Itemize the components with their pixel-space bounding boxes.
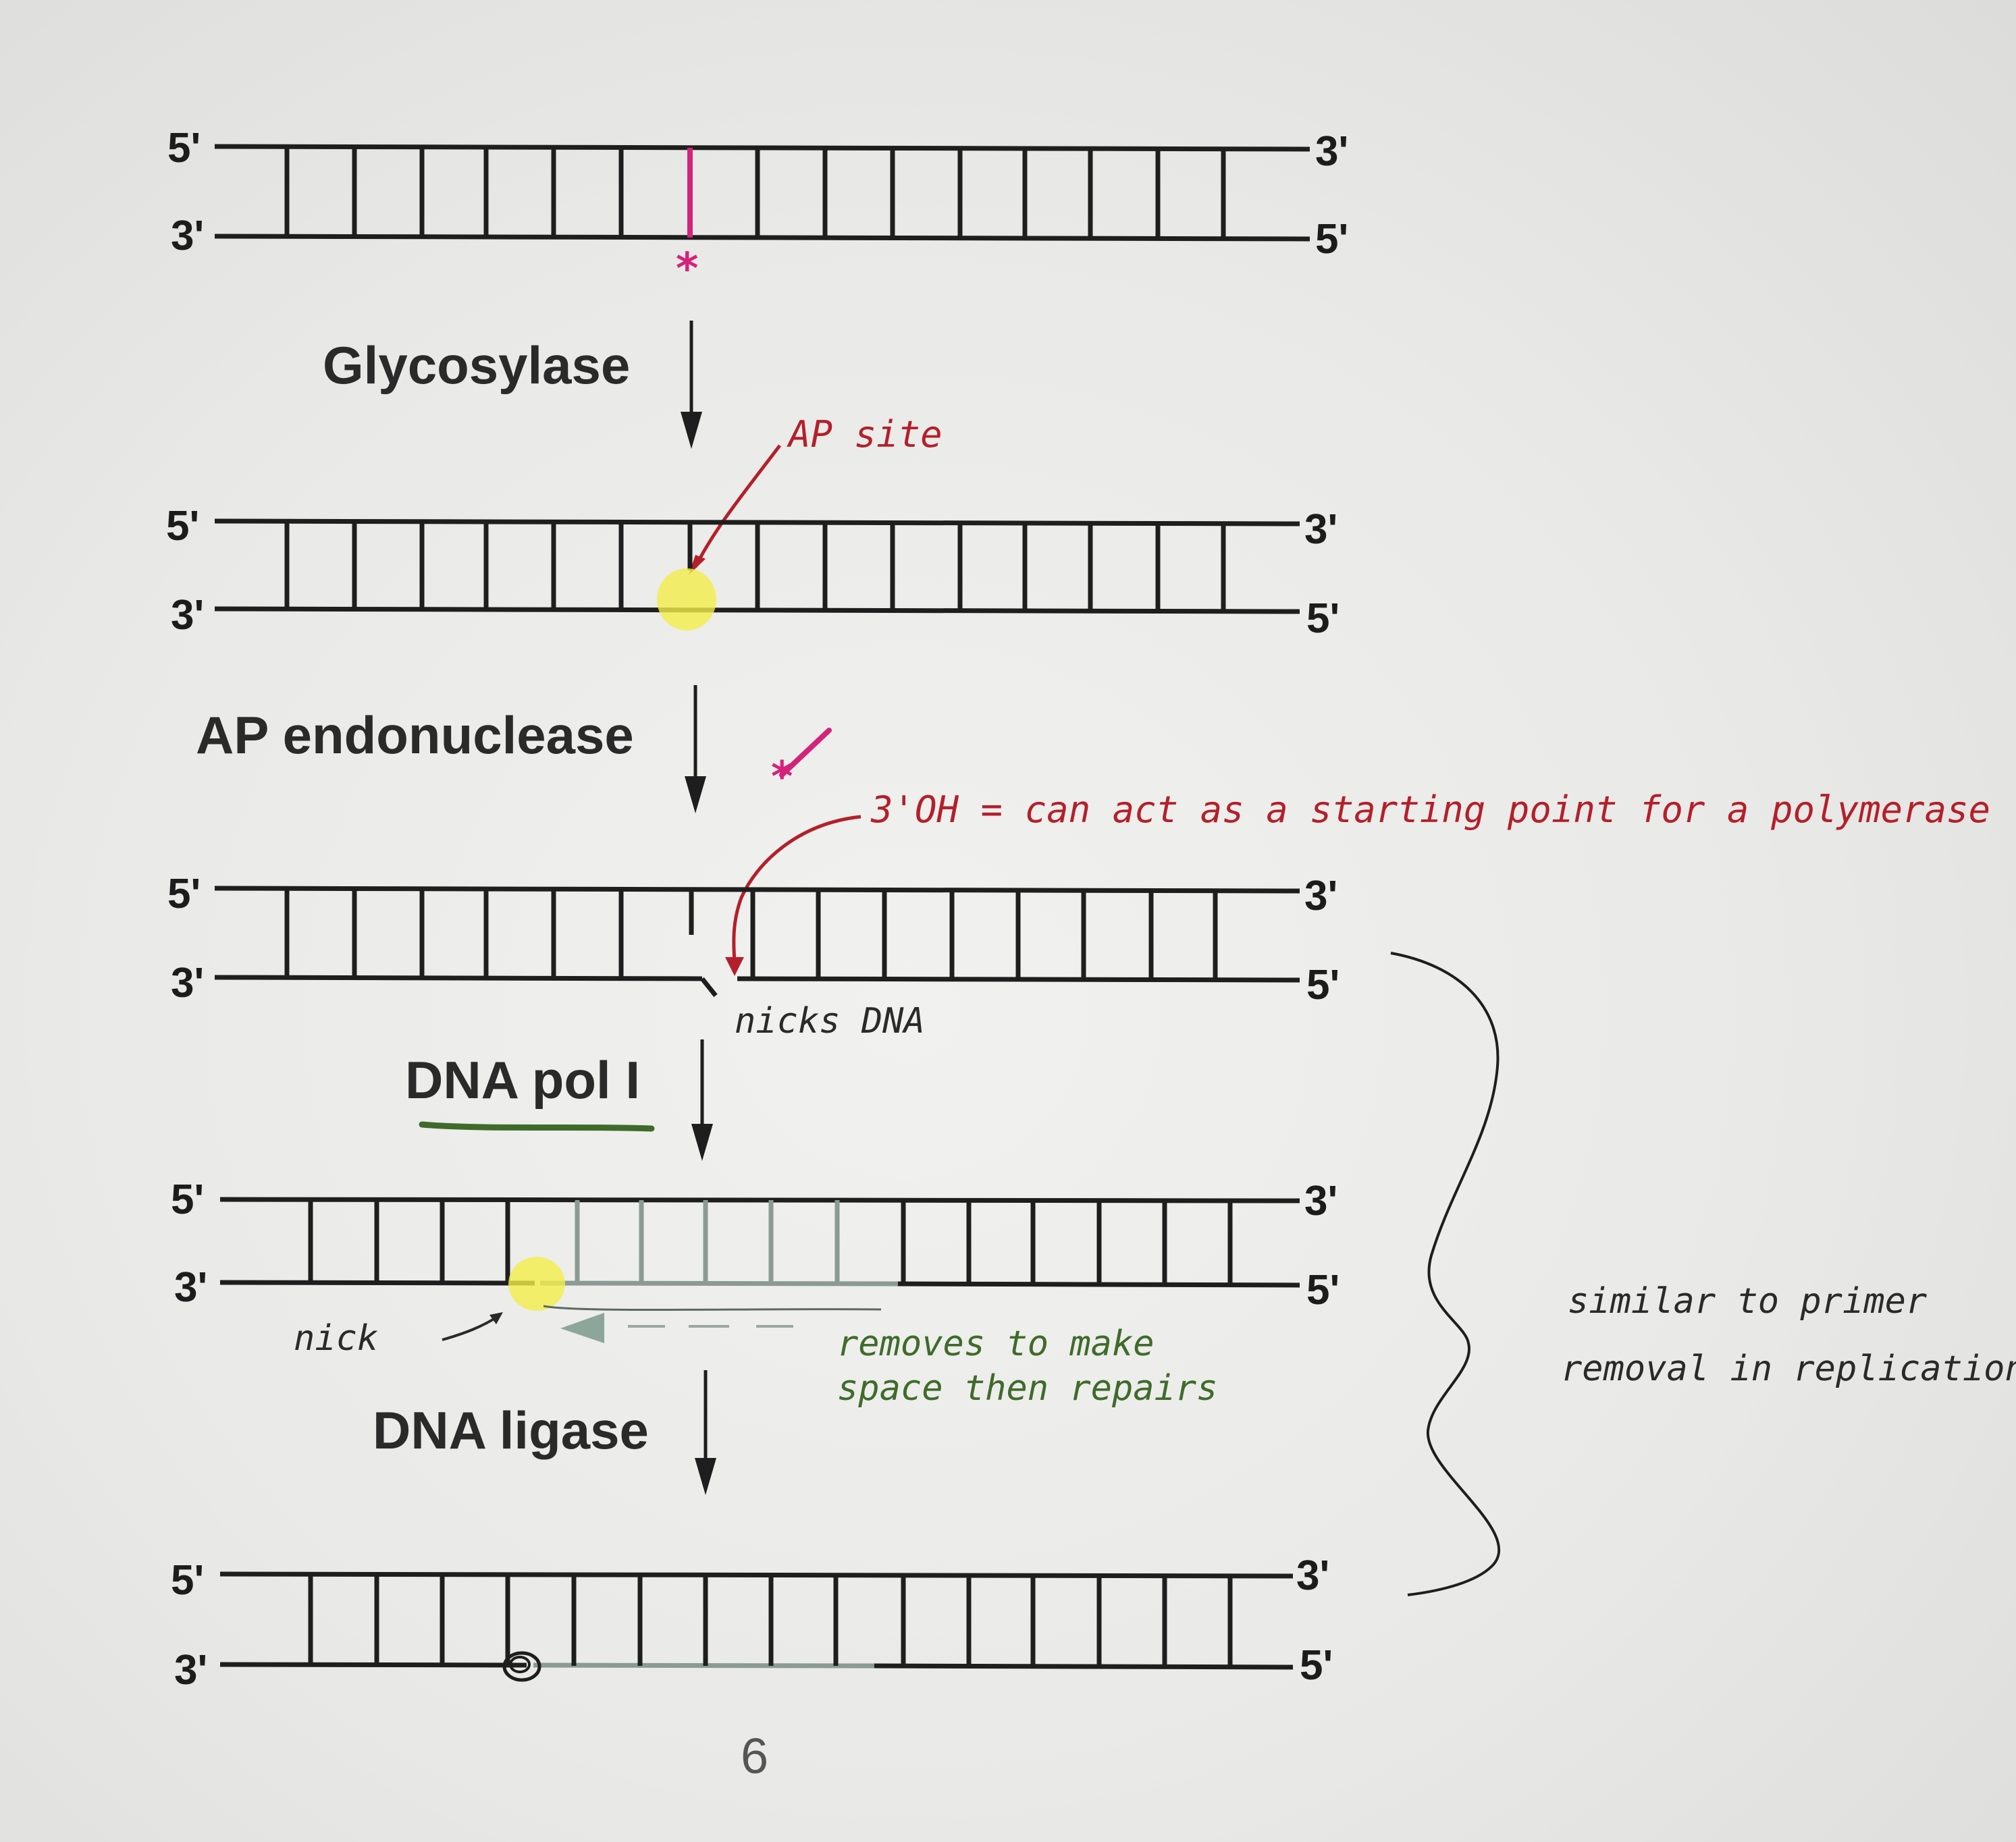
nick-gap-mark bbox=[700, 977, 718, 998]
duplex3-top-3prime: 3' bbox=[1304, 873, 1337, 919]
ap-site-label: AP site bbox=[787, 413, 943, 456]
step2-arrow: AP endonuclease * bbox=[196, 685, 832, 813]
duplex4-top-strand bbox=[219, 1197, 1300, 1203]
curly-brace bbox=[1390, 952, 1500, 1596]
step4-arrow: DNA ligase bbox=[373, 1370, 716, 1495]
duplex1-bottom-strand bbox=[214, 234, 1310, 242]
enzyme-ap-endonuclease: AP endonuclease bbox=[196, 705, 634, 765]
damage-star-icon: * bbox=[676, 244, 698, 294]
scissor-mark-icon: * bbox=[771, 728, 832, 801]
synthesis-direction-arrow bbox=[560, 1313, 604, 1343]
duplex5-top-strand bbox=[219, 1571, 1294, 1579]
ligation-scribble-icon bbox=[502, 1651, 541, 1682]
duplex4-new-synthesis bbox=[539, 1280, 899, 1286]
duplex1-base-pairs bbox=[284, 148, 1226, 238]
removes-note-line2: space then repairs bbox=[837, 1368, 1218, 1409]
nick-label: nick bbox=[294, 1318, 378, 1359]
enzyme-dna-ligase: DNA ligase bbox=[373, 1401, 649, 1460]
page-number: 6 bbox=[741, 1728, 768, 1784]
duplex1-top-strand bbox=[214, 144, 1310, 152]
step3-arrow: DNA pol I bbox=[405, 1039, 713, 1161]
duplex3-bottom-strand-right bbox=[737, 976, 1300, 983]
nicks-dna-label: nicks DNA bbox=[735, 1001, 925, 1041]
removes-note-line1: removes to make bbox=[837, 1324, 1155, 1364]
duplex1-bottom-3prime: 3' bbox=[171, 213, 204, 259]
three-oh-annotation: 3'OH = can act as a starting point for a… bbox=[725, 788, 1990, 976]
duplex2-base-pairs bbox=[284, 522, 1226, 610]
duplex5-top-5prime: 5' bbox=[171, 1557, 204, 1604]
enzyme-dna-pol-i: DNA pol I bbox=[405, 1050, 640, 1110]
three-oh-note: 3'OH = can act as a starting point for a… bbox=[870, 788, 1990, 831]
duplex4-bottom-strand-right bbox=[897, 1281, 1300, 1288]
duplex2-top-5prime: 5' bbox=[166, 503, 199, 549]
duplex3-top-5prime: 5' bbox=[167, 871, 201, 917]
nick-highlight bbox=[508, 1257, 565, 1311]
duplex-pol-repair: 5' 3' 3' 5' nick removes to make space t… bbox=[171, 1176, 1339, 1409]
duplex1-bottom-5prime: 5' bbox=[1315, 216, 1348, 263]
dna-pol-i-underline bbox=[419, 1121, 655, 1132]
duplex5-bottom-strand-left bbox=[219, 1662, 527, 1668]
duplex4-top-5prime: 5' bbox=[171, 1176, 204, 1223]
duplex5-base-pairs bbox=[308, 1575, 1233, 1666]
duplex4-bottom-5prime: 5' bbox=[1306, 1267, 1339, 1313]
duplex5-top-3prime: 3' bbox=[1296, 1552, 1329, 1599]
similar-note-line2: removal in replication bbox=[1561, 1349, 2016, 1389]
duplex4-base-pairs bbox=[308, 1200, 1233, 1284]
duplex5-bottom-5prime: 5' bbox=[1300, 1642, 1333, 1689]
ap-site-highlight bbox=[657, 568, 716, 630]
duplex-ligated: 5' 3' 3' 5' bbox=[171, 1552, 1333, 1694]
duplex1-top-3prime: 3' bbox=[1315, 128, 1348, 175]
duplex-damaged: 5' 3' 3' 5' * bbox=[167, 125, 1348, 294]
side-note: similar to primer removal in replication bbox=[1390, 952, 2016, 1596]
enzyme-glycosylase: Glycosylase bbox=[323, 335, 630, 395]
step1-arrow: Glycosylase bbox=[323, 321, 702, 449]
svg-text:*: * bbox=[771, 752, 793, 801]
nick-pointer bbox=[442, 1315, 500, 1341]
duplex-ap-site: 5' 3' 3' 5' bbox=[166, 503, 1339, 642]
similar-note-line1: similar to primer bbox=[1568, 1281, 1927, 1322]
duplex3-bottom-strand-left bbox=[214, 975, 703, 981]
duplex5-bottom-strand-right bbox=[874, 1663, 1294, 1670]
duplex2-bottom-3prime: 3' bbox=[171, 592, 204, 639]
ap-site-annotation: AP site bbox=[689, 413, 943, 575]
duplex3-top-strand bbox=[214, 886, 1300, 894]
duplex5-bottom-3prime: 3' bbox=[174, 1647, 207, 1694]
duplex-nicked: 5' 3' 3' 5' nicks DNA bbox=[167, 871, 1339, 1041]
duplex2-top-3prime: 3' bbox=[1304, 506, 1337, 553]
duplex4-bottom-3prime: 3' bbox=[174, 1264, 207, 1311]
duplex4-top-3prime: 3' bbox=[1304, 1178, 1337, 1224]
duplex3-base-pairs bbox=[284, 890, 1218, 978]
removed-segment-bracket bbox=[543, 1305, 882, 1311]
duplex1-top-5prime: 5' bbox=[167, 125, 201, 171]
duplex3-bottom-3prime: 3' bbox=[171, 960, 204, 1006]
duplex2-bottom-5prime: 5' bbox=[1306, 595, 1339, 642]
duplex3-bottom-5prime: 5' bbox=[1306, 962, 1339, 1008]
